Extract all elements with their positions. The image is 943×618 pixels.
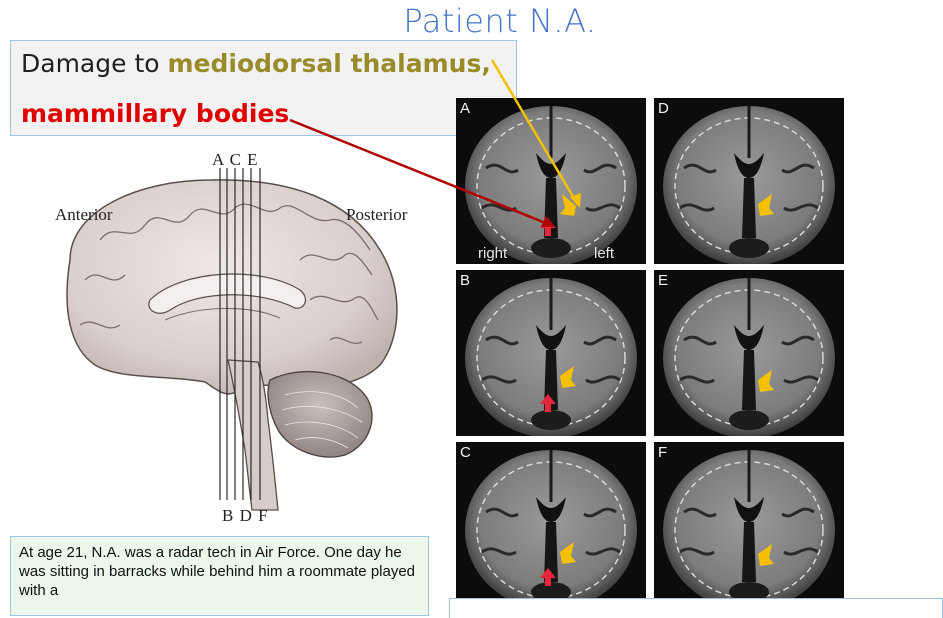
section-labels-bottom: B D F bbox=[222, 506, 269, 525]
mri-scan-a bbox=[456, 98, 646, 264]
left-side-label: left bbox=[594, 245, 615, 262]
callout-highlight: mediodorsal thalamus, bbox=[167, 49, 491, 78]
panel-letter: D bbox=[658, 100, 669, 117]
bottom-text-box bbox=[449, 598, 943, 618]
mri-panel-c: C bbox=[456, 442, 646, 608]
mri-panel-b: B bbox=[456, 270, 646, 436]
red-arrow-icon bbox=[540, 568, 556, 586]
panel-letter: E bbox=[658, 272, 669, 289]
panel-letter: B bbox=[460, 272, 471, 289]
anterior-label: Anterior bbox=[55, 205, 113, 224]
panel-letter: C bbox=[460, 444, 471, 461]
callout-line-1: Damage to mediodorsal thalamus, bbox=[21, 49, 491, 78]
page-title: Patient N.A. bbox=[403, 2, 597, 40]
red-arrow-icon bbox=[540, 394, 556, 412]
right-side-label: right bbox=[478, 245, 508, 262]
yellow-arrow-icon bbox=[758, 370, 774, 392]
damage-callout: Damage to mediodorsal thalamus, mammilla… bbox=[10, 40, 517, 136]
brain-illustration: A C E B D F Anterior Posterior bbox=[0, 150, 460, 540]
callout-line-2: mammillary bodies bbox=[21, 99, 290, 128]
story-box: At age 21, N.A. was a radar tech in Air … bbox=[10, 536, 429, 616]
callout-prefix: Damage to bbox=[21, 49, 168, 78]
yellow-arrow-icon bbox=[560, 366, 576, 388]
mri-scan-c bbox=[456, 442, 646, 608]
panel-letter: F bbox=[658, 444, 668, 461]
yellow-arrow-icon bbox=[560, 542, 576, 564]
section-labels-top: A C E bbox=[212, 150, 259, 169]
mri-grid: A right left D B E C F bbox=[456, 98, 848, 608]
cerebellum bbox=[267, 370, 373, 458]
posterior-label: Posterior bbox=[346, 205, 408, 224]
mri-scan-e bbox=[654, 270, 844, 436]
yellow-arrow-icon bbox=[758, 544, 774, 566]
section-lines bbox=[219, 168, 261, 500]
mri-scan-f bbox=[654, 442, 844, 608]
mri-panel-d: D bbox=[654, 98, 844, 264]
mri-panel-a: A right left bbox=[456, 98, 646, 264]
brain-drawing bbox=[66, 168, 398, 511]
brainstem bbox=[227, 359, 279, 511]
yellow-arrow-icon bbox=[758, 194, 774, 216]
mri-panel-f: F bbox=[654, 442, 844, 608]
mri-scan-b bbox=[456, 270, 646, 436]
mri-scan-d bbox=[654, 98, 844, 264]
mri-panel-e: E bbox=[654, 270, 844, 436]
panel-letter: A bbox=[460, 100, 471, 117]
